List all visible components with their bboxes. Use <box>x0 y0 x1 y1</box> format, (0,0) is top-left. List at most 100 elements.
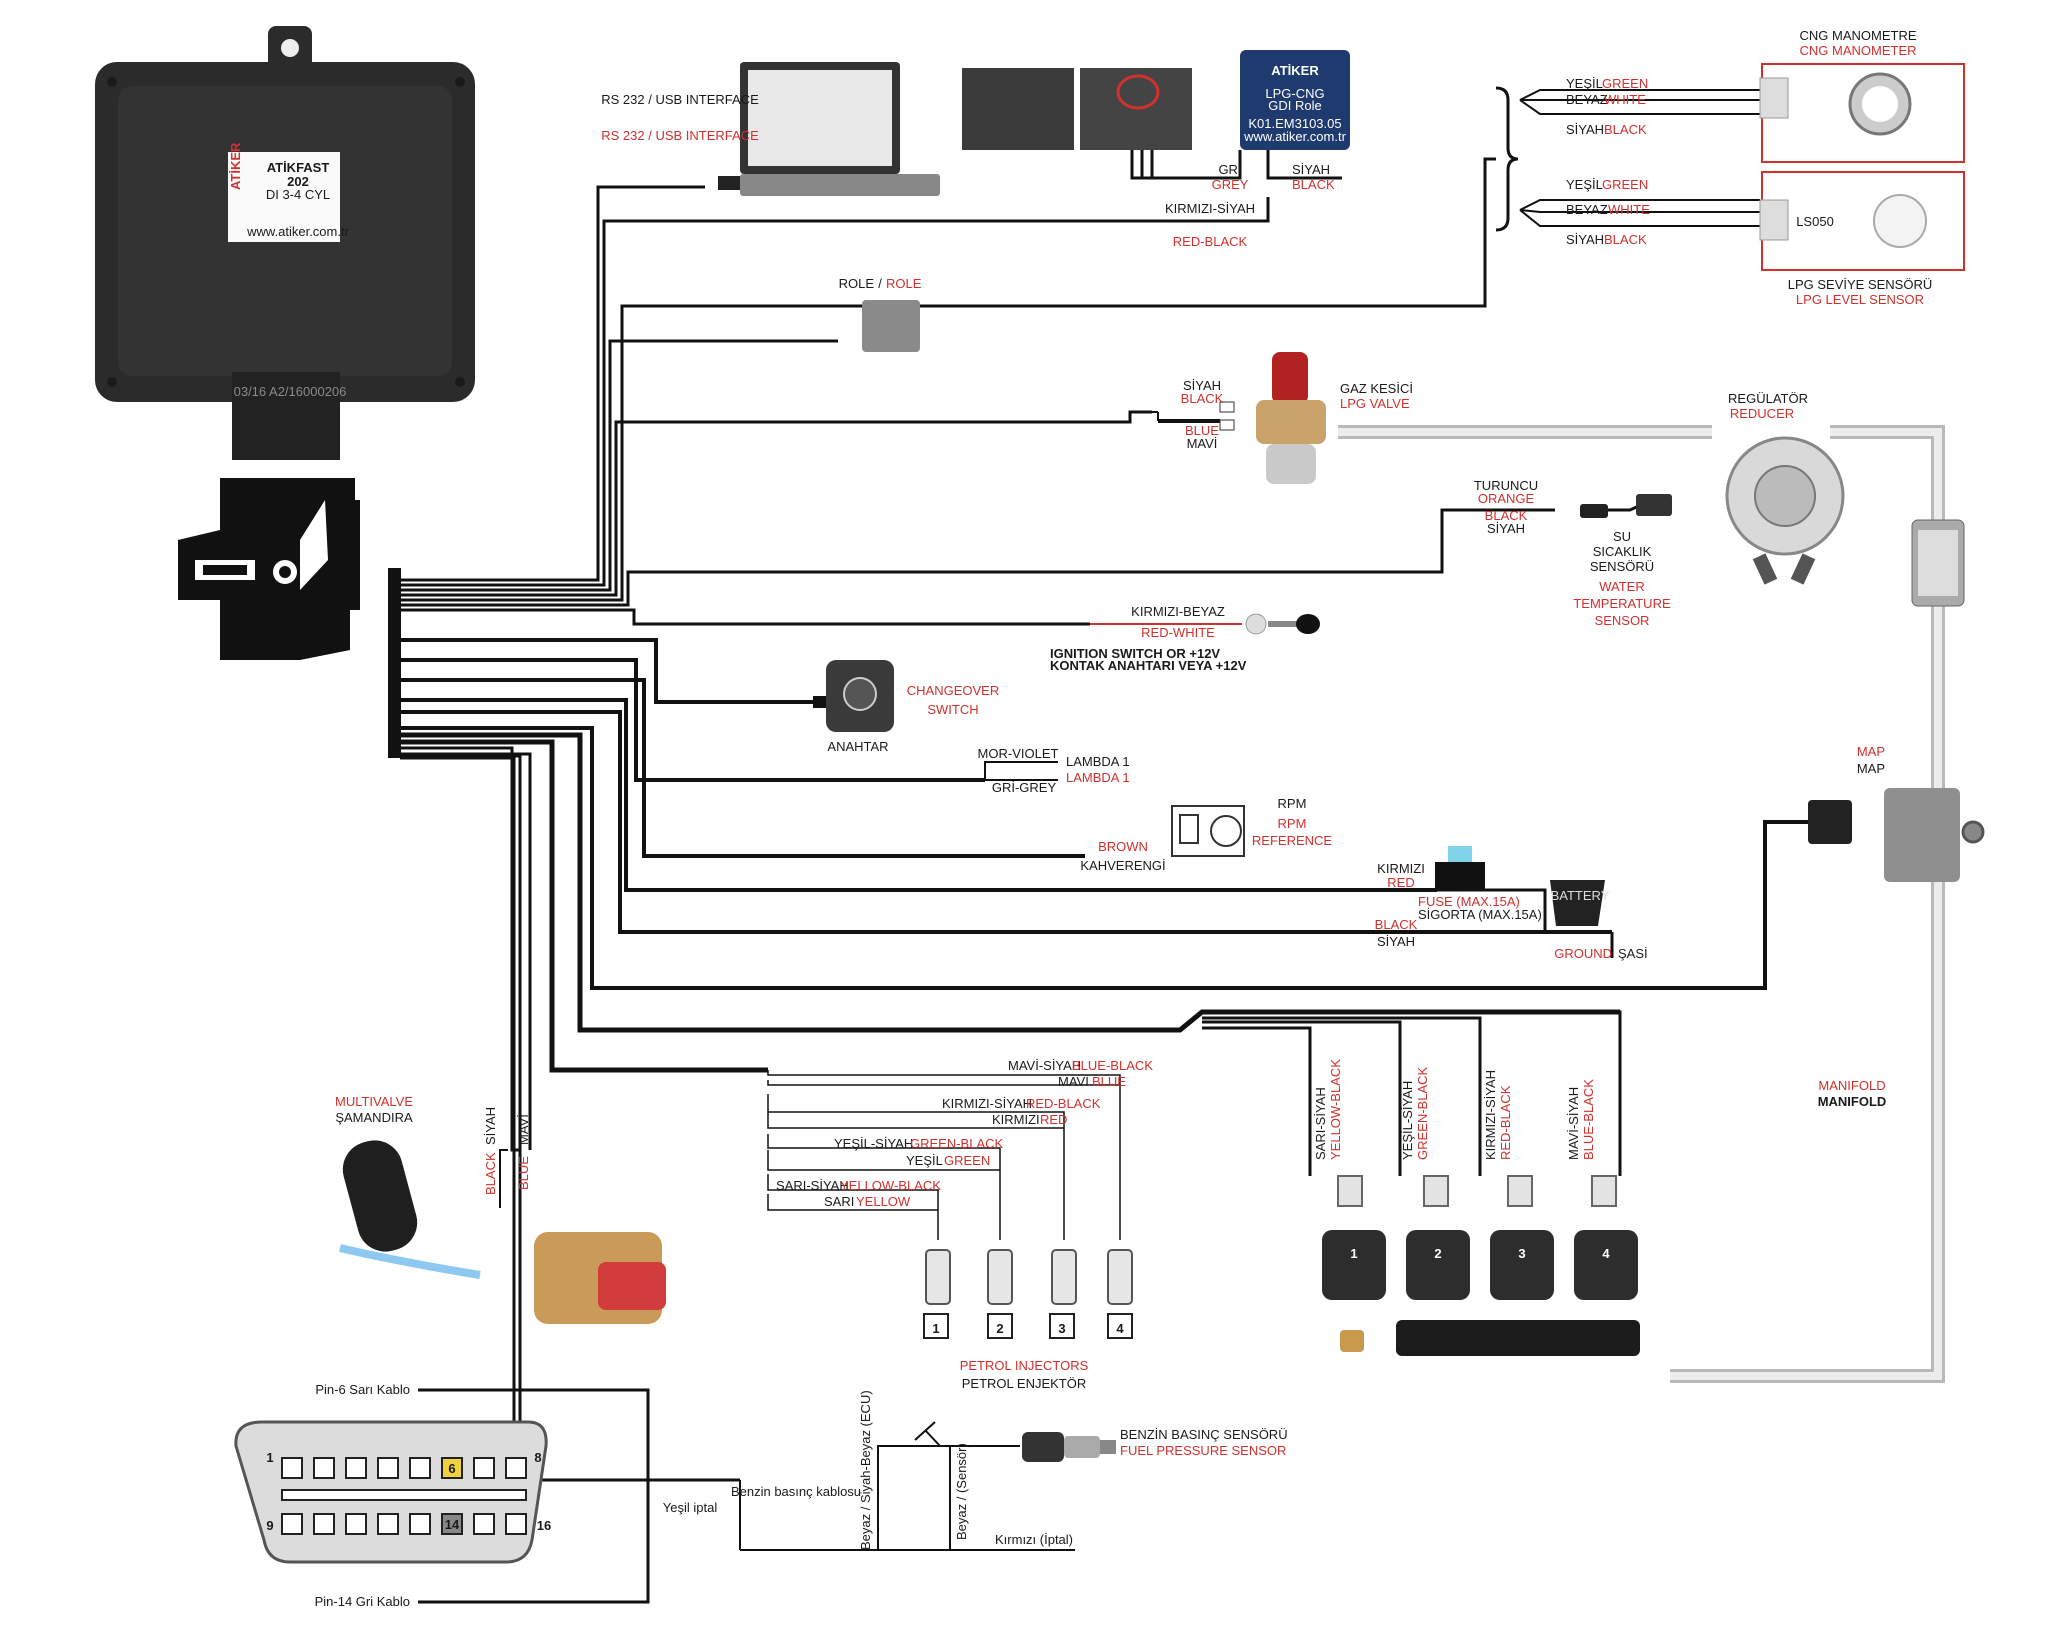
obd-pin-16 <box>505 1513 527 1535</box>
petrol-injectors-title-tr: PETROL ENJEKTÖR <box>962 1376 1086 1391</box>
laptop-interface <box>718 62 940 196</box>
petrol-injector-4 <box>1107 1249 1133 1305</box>
ground-en: GROUND <box>1554 946 1612 961</box>
lpg-injector-num-3: 3 <box>1518 1246 1525 1261</box>
obd-pin-6 <box>441 1457 463 1479</box>
petrol-injector-cable-label: BENZİN ENJEKTÖR KABLOSU <box>590 1054 776 1069</box>
petrol-wire-4-en: RED <box>1040 1112 1067 1127</box>
cng-manometer-title-en: CNG MANOMETER <box>1800 43 1917 58</box>
valve-blue-tr: MAVİ <box>1187 436 1218 451</box>
changeover-title-en-2: SWITCH <box>927 702 978 717</box>
ignition-note-en: IGNITION SWITCH OR +12V <box>1050 646 1220 661</box>
map-connector-icon <box>1808 800 1852 844</box>
level-green-tr: YEŞİL <box>1566 177 1603 192</box>
gdi-redblack-tr: KIRMIZI-SİYAH <box>1165 201 1255 216</box>
petrol-injector-1 <box>925 1249 951 1305</box>
lambda-violet: MOR-VIOLET <box>978 746 1059 761</box>
nozzle-fitting-icon <box>1340 1330 1364 1352</box>
obd-pin6-cable-label: Pin-6 Sarı Kablo <box>315 1382 410 1397</box>
petrol-wire-6-en: GREEN <box>944 1153 990 1168</box>
petrol-injector-num-1: 1 <box>932 1321 939 1336</box>
multivalve-blue-en: BLUE <box>516 1156 531 1190</box>
obd-pin-8-label: 8 <box>534 1450 541 1465</box>
petrol-wire-2-tr: MAVİ <box>1058 1074 1089 1089</box>
battery-icon <box>1550 880 1605 926</box>
level-sensor-box <box>1761 171 1965 271</box>
water-black-tr: SİYAH <box>1487 521 1525 536</box>
brace <box>1495 86 1519 232</box>
highlight-circle <box>1116 74 1160 110</box>
lambda-title-tr: LAMBDA 1 <box>1066 754 1130 769</box>
obd-pin-14-label: 14 <box>445 1517 460 1532</box>
level-sensor-title-tr: LPG SEVİYE SENSÖRÜ <box>1788 277 1933 292</box>
obd-pin-13 <box>409 1513 431 1535</box>
obd-pin-10 <box>313 1513 335 1535</box>
lpg-inj-plug-4 <box>1591 1175 1617 1207</box>
ecu-serial: 03/16 A2/16000206 <box>234 384 347 399</box>
water-title-tr-3: SENSÖRÜ <box>1590 559 1654 574</box>
level-white-tr: BEYAZ <box>1566 202 1608 217</box>
role-tr: ROLE <box>839 276 875 291</box>
relay-icon <box>862 300 920 352</box>
petrol-wire-5-en: GREEN-BLACK <box>910 1136 1004 1151</box>
changeover-title-en-1: CHANGEOVER <box>907 683 999 698</box>
multivalve-title-tr: ŞAMANDIRA <box>335 1110 413 1125</box>
petrol-wire-8-en: YELLOW <box>856 1194 911 1209</box>
petrol-injectors-title-en: PETROL INJECTORS <box>960 1358 1089 1373</box>
role-sep: / <box>878 276 882 291</box>
petrol-wire-6-tr: YEŞİL <box>906 1153 943 1168</box>
fuel-pressure-sensor-icon <box>1022 1432 1116 1462</box>
petrol-wire-3-en: RED-BLACK <box>1026 1096 1101 1111</box>
map-sensor-icon <box>1884 788 1960 882</box>
mano-white-tr: BEYAZ <box>1566 92 1608 107</box>
multivalve-blue-tr: MAVİ <box>516 1114 531 1145</box>
power-black-en: BLACK <box>1375 917 1418 932</box>
gdi-role-site: www.atiker.com.tr <box>1243 129 1347 144</box>
map-title-en: MAP <box>1857 761 1885 776</box>
role-en: ROLE <box>886 276 922 291</box>
interface-label-en: RS 232 / USB INTERFACE <box>601 128 759 143</box>
water-connector <box>1580 504 1608 518</box>
lpg-inj-wire-2-en: GREEN-BLACK <box>1415 1066 1430 1160</box>
multivalve-black-en: BLACK <box>483 1152 498 1195</box>
petrol-wire-7-tr: SARI-SİYAH <box>776 1178 849 1193</box>
manometer-gauge-face <box>1862 86 1898 122</box>
lpg-injector-3 <box>1490 1230 1554 1300</box>
manometer-wiring <box>1519 89 1760 227</box>
ecu-model-no: 202 <box>287 174 309 189</box>
petrol-injector-num-box-3 <box>1049 1313 1075 1339</box>
engine-photo-1 <box>962 68 1074 150</box>
level-green-en: GREEN <box>1602 177 1648 192</box>
ignition-note-tr: KONTAK ANAHTARI VEYA +12V <box>1050 658 1247 673</box>
lpg-injector-num-4: 4 <box>1602 1246 1610 1261</box>
lpg-injector-num-2: 2 <box>1434 1246 1441 1261</box>
rpm-brown-en: BROWN <box>1098 839 1148 854</box>
gdi-grey-tr: GRİ <box>1218 162 1241 177</box>
gdi-black-en: BLACK <box>1292 177 1335 192</box>
lpg-inj-plug-1 <box>1337 1175 1363 1207</box>
gdi-grey-en: GREY <box>1212 177 1249 192</box>
lpg-inj-plug-3 <box>1507 1175 1533 1207</box>
wiring-harness <box>388 157 1808 1482</box>
obd-pin-11 <box>345 1513 367 1535</box>
level-connector <box>1759 199 1789 241</box>
ignition-key-icon <box>1296 614 1320 634</box>
obd-pin-8 <box>505 1457 527 1479</box>
obd-pin-4 <box>377 1457 399 1479</box>
petrol-injector-2 <box>987 1249 1013 1305</box>
gdi-role-line1: LPG-CNG <box>1265 86 1324 101</box>
obd-pin-7 <box>473 1457 495 1479</box>
ignition-wire-tr: KIRMIZI-BEYAZ <box>1131 604 1225 619</box>
rpm-battery-icon <box>1179 814 1199 844</box>
fuse-holder-icon <box>1435 862 1485 890</box>
obd-pin-3 <box>345 1457 367 1479</box>
water-title-en-1: WATER <box>1599 579 1645 594</box>
gdi-role-module: ATİKER LPG-CNG GDI Role K01.EM3103.05 ww… <box>1240 50 1350 150</box>
reducer-title-en: REDUCER <box>1730 406 1794 421</box>
water-orange-tr: TURUNCU <box>1474 478 1538 493</box>
obd-pin-15 <box>473 1513 495 1535</box>
petrol-injector-3 <box>1051 1249 1077 1305</box>
petrol-injector-num-box-4 <box>1107 1313 1133 1339</box>
fuel-pressure-wire-sensor: Beyaz / (Sensör) <box>954 1443 969 1540</box>
valve-black-en: BLACK <box>1181 391 1224 406</box>
